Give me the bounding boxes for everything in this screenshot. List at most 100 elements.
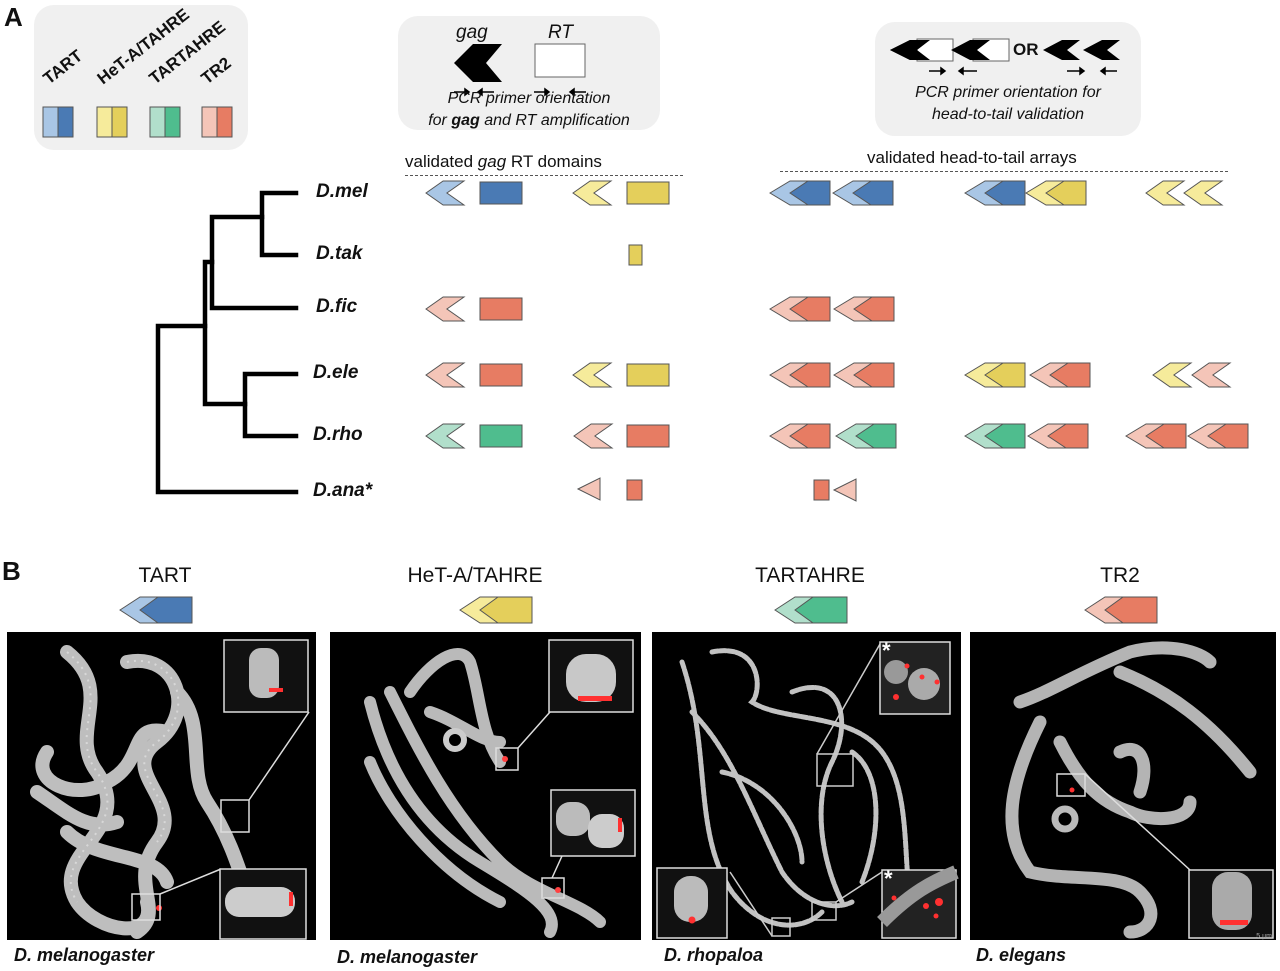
array-heta-gag: [1145, 180, 1186, 206]
tr2-gag-glyph: [425, 296, 466, 322]
primer-caption-2-line2: head-to-tail validation: [931, 106, 1085, 123]
domains-divider: [405, 175, 683, 176]
gag-chevron-icon: [454, 44, 502, 82]
array-heta: [1025, 180, 1087, 206]
caption-tr2-species: D. elegans: [976, 945, 1067, 965]
array-tr2: [769, 362, 831, 388]
chromosome-spread: [30, 639, 310, 940]
heta-gag-glyph: [572, 180, 613, 206]
array-heta: [964, 362, 1026, 388]
chromosome-spread: [1005, 641, 1274, 939]
panel-a-label: A: [4, 2, 23, 32]
array-heta-gag: [1183, 180, 1224, 206]
species-label-dtak: D.tak: [316, 243, 363, 264]
tr2-rt-glyph: [626, 424, 670, 448]
tr2-rt-glyph: [479, 297, 523, 321]
tree-branch: [209, 214, 299, 311]
array-tart: [769, 180, 831, 206]
array-tr2: [833, 362, 895, 388]
legend-swatch-dark: [216, 106, 233, 138]
micrograph-heta: [330, 632, 641, 940]
te-title-tr2: TR2: [1100, 564, 1140, 587]
tartahre-gag-glyph: [425, 423, 466, 449]
te-title-heta: HeT-A/TAHRE: [407, 564, 543, 587]
rt-label: RT: [548, 22, 573, 43]
species-label-dmel: D.mel: [316, 181, 368, 202]
primer-caption-2-line1: PCR primer orientation for: [915, 84, 1101, 101]
te-glyph-tr2: [1084, 596, 1158, 624]
tree-branch: [259, 190, 299, 258]
panel-b-label: B: [2, 556, 21, 586]
tart-gag-glyph: [425, 180, 466, 206]
arrays-header: validated head-to-tail arrays: [867, 148, 1077, 167]
species-label-drho: D.rho: [313, 424, 363, 445]
legend-swatch-dark: [111, 106, 128, 138]
tr2-gag-glyph: [573, 423, 614, 449]
primer-caption-1-line1: PCR primer orientation: [447, 90, 611, 107]
te-title-glyphs: [119, 596, 1158, 624]
chromosome-spread: [656, 641, 959, 939]
tree-branch: [155, 323, 299, 495]
te-legend: TART HeT-A/TAHRE TARTAHRE TR2: [34, 5, 248, 150]
array-tartahre: [964, 423, 1026, 449]
micrograph-tartahre: * *: [652, 632, 961, 940]
array-tart: [964, 180, 1026, 206]
array-tr2: [769, 423, 831, 449]
primer-caption-1-line2: for gag and RT amplification: [428, 112, 630, 129]
legend-swatch-dark: [164, 106, 181, 138]
te-glyph-tart: [119, 596, 193, 624]
primer-diagram-1: [454, 43, 586, 97]
phylogenetic-tree: [155, 190, 299, 495]
tr2-rt-glyph: [479, 363, 523, 387]
caption-tartahre-species: D. rhopaloa: [664, 945, 764, 965]
chevron-icon: [1043, 40, 1080, 60]
array-tr2-gag: [1191, 362, 1232, 388]
te-glyph-layer: [425, 180, 1249, 502]
chevron-icon: [951, 40, 990, 60]
tartahre-rt-glyph: [479, 424, 523, 448]
primer-box-head-to-tail: OR PCR primer orientation for head-to-ta…: [875, 22, 1141, 136]
array-tr2: [833, 296, 895, 322]
chevron-icon: [1083, 40, 1120, 60]
species-label-dele: D.ele: [313, 362, 359, 383]
domains-header: validated gag RT domains: [405, 152, 602, 171]
primer-diagram-2: [890, 38, 1120, 76]
tart-rt-glyph: [479, 181, 523, 205]
species-label-dfic: D.fic: [316, 296, 358, 317]
legend-swatch-dark: [57, 106, 74, 138]
primer-box-gag-rt: gag RT PCR primer orientation for gag an…: [398, 16, 660, 130]
array-tr2: [1027, 423, 1089, 449]
heta-rt-glyph: [626, 181, 670, 205]
chevron-icon: [890, 40, 930, 60]
inset-asterisk: *: [882, 638, 891, 663]
tree-branch: [242, 371, 299, 439]
te-glyph-tartahre: [774, 596, 848, 624]
tr2-rt-partial-glyph: [626, 479, 643, 501]
te-title-tart: TART: [138, 564, 192, 587]
or-label: OR: [1013, 40, 1039, 59]
micrograph-tr2: 5 µm: [970, 632, 1276, 940]
array-tr2-rt-partial: [813, 479, 830, 501]
scale-bar: 5 µm: [1256, 933, 1272, 940]
inset-asterisk: *: [884, 866, 893, 891]
legend-swatches: [42, 106, 233, 138]
micrograph-tart: [7, 632, 316, 940]
array-tr2: [1187, 423, 1249, 449]
array-tr2-gag-partial: [832, 478, 857, 502]
arrays-divider: [780, 171, 1228, 172]
array-tr2: [1029, 362, 1091, 388]
tr2-gag-partial-glyph: [576, 477, 601, 501]
heta-rt-glyph: [626, 363, 670, 387]
tree-branch: [202, 259, 248, 407]
tr2-gag-glyph: [425, 362, 466, 388]
array-tr2: [1125, 423, 1187, 449]
chromosome-spread: [364, 639, 636, 938]
te-title-tartahre: TARTAHRE: [755, 564, 865, 587]
te-glyph-heta: [459, 596, 533, 624]
heta-gag-glyph: [572, 362, 613, 388]
array-tartahre: [835, 423, 897, 449]
caption-heta-species: D. melanogaster: [337, 947, 478, 967]
rt-box-icon: [534, 43, 586, 78]
heta-rt-partial-glyph: [628, 244, 643, 266]
caption-tart-species: D. melanogaster: [14, 945, 155, 965]
